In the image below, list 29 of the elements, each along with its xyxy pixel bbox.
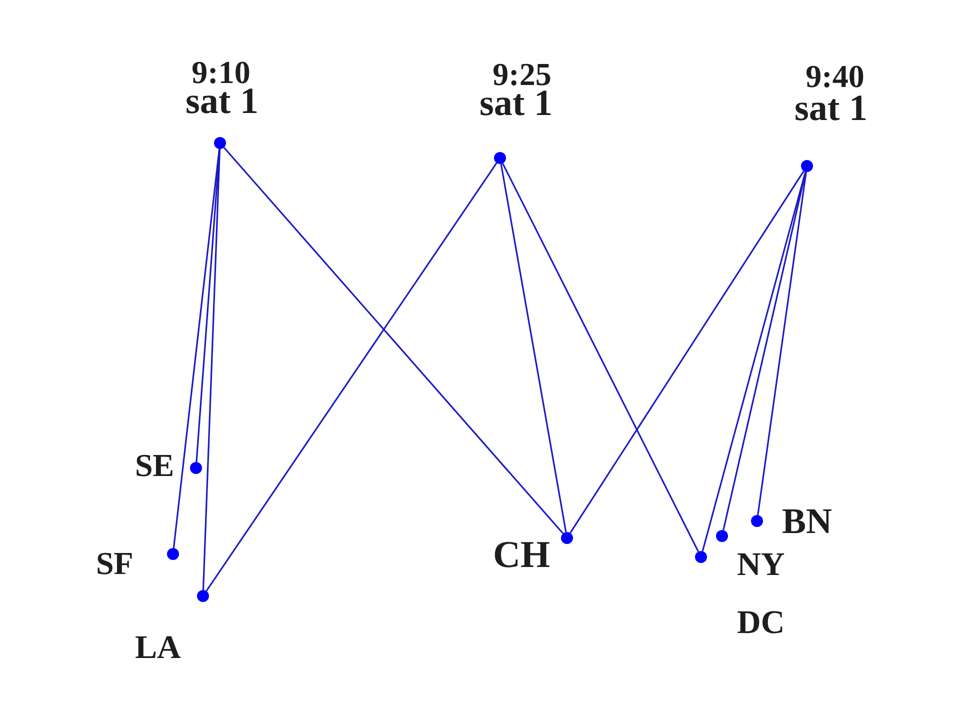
point-dot (561, 532, 573, 544)
connector-line (757, 172, 807, 516)
connector-line (223, 146, 564, 534)
point-label: 9:40 (806, 60, 864, 92)
connector-line (502, 163, 700, 552)
point-label: SF (96, 547, 134, 580)
connector-line (172, 148, 220, 548)
point-label: DC (737, 607, 785, 640)
point-dot (695, 551, 707, 563)
point-dot (214, 137, 226, 149)
point-label: LA (135, 632, 181, 666)
connector-line (206, 162, 498, 592)
connector-line (500, 164, 567, 532)
point-label: BN (782, 502, 832, 539)
point-label: SE (135, 449, 174, 482)
point-dot (167, 548, 179, 560)
point-label: CH (493, 536, 550, 574)
point-label: NY (737, 549, 785, 582)
point-dot (716, 530, 728, 542)
point-dot (494, 152, 506, 164)
point-dot (751, 515, 763, 527)
point-dot (801, 160, 813, 172)
connector-line (702, 172, 806, 552)
connector-line (570, 170, 804, 534)
connector-line (722, 172, 806, 530)
point-label: sat 1 (794, 90, 868, 127)
point-dot (190, 462, 202, 474)
connector-line (202, 148, 221, 590)
point-dot (197, 590, 209, 602)
